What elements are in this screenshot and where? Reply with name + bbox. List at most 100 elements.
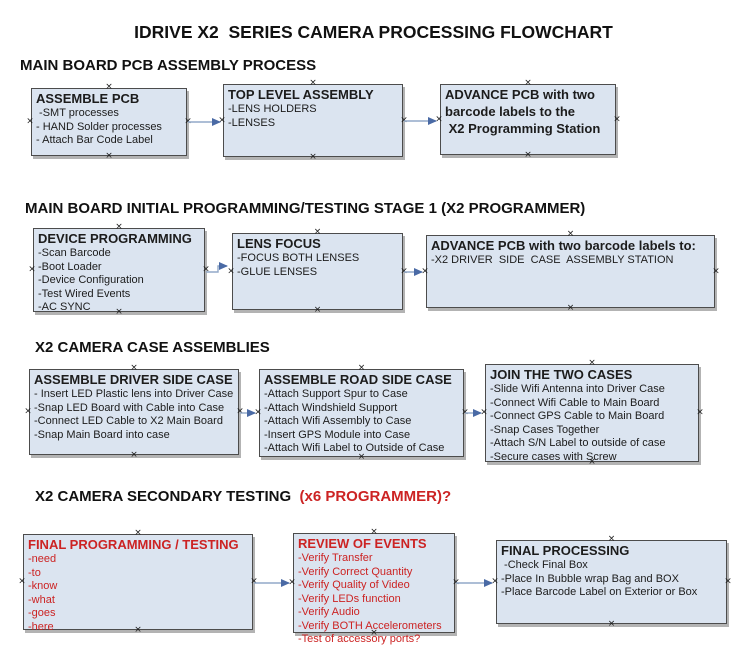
anchor-icon: × <box>26 116 34 127</box>
anchor-icon: × <box>588 358 596 369</box>
box-item: -LENSES <box>228 116 276 129</box>
box-item: X2 Programming Station <box>445 121 601 136</box>
box-item: -goes <box>28 607 56 619</box>
box-title: ADVANCE PCB with two barcode labels to: <box>431 238 696 253</box>
box-item: -need <box>28 553 57 565</box>
anchor-icon: × <box>524 78 532 89</box>
box-item: -X2 DRIVER SIDE CASE ASSEMBLY STATION <box>431 254 674 266</box>
box-title: TOP LEVEL ASSEMBLY <box>228 87 374 102</box>
anchor-icon: × <box>218 115 226 125</box>
anchor-icon: × <box>400 115 408 125</box>
box-item: - Insert LED Plastic lens into Driver Ca… <box>34 388 234 400</box>
box-item: -Verify BOTH Accelerometers <box>298 619 442 632</box>
anchor-icon: × <box>566 302 575 313</box>
anchor-icon: × <box>313 227 322 238</box>
box-title: FINAL PROGRAMMING / TESTING <box>28 537 239 552</box>
anchor-icon: × <box>435 114 443 124</box>
anchor-icon: × <box>288 577 296 588</box>
box-top-level-assembly: ×××× TOP LEVEL ASSEMBLY -LENS HOLDERS -L… <box>218 79 408 162</box>
section-heading-case-assemblies: X2 CAMERA CASE ASSEMBLIES <box>35 339 270 356</box>
anchor-icon: × <box>566 229 575 240</box>
box-item: -Place In Bubble wrap Bag and BOX <box>501 572 679 585</box>
box-item: -Scan Barcode <box>38 247 111 259</box>
section-heading-initial-programming: MAIN BOARD INITIAL PROGRAMMING/TESTING S… <box>25 200 586 217</box>
anchor-icon: × <box>607 618 616 629</box>
anchor-icon: × <box>524 149 532 160</box>
anchor-icon: × <box>357 451 366 462</box>
box-item: -Verify Audio <box>298 606 360 618</box>
anchor-icon: × <box>588 456 596 467</box>
box-item: -Attach Wifi Assembly to Case <box>264 415 412 427</box>
anchor-icon: × <box>607 534 616 545</box>
anchor-icon: × <box>18 576 26 587</box>
anchor-icon: × <box>115 222 123 233</box>
box-item: -Verify Quality of Video <box>298 579 410 591</box>
box-final-programming-testing: ×××× FINAL PROGRAMMING / TESTING -need -… <box>18 529 258 635</box>
anchor-icon: × <box>227 266 235 276</box>
anchor-icon: × <box>134 528 142 539</box>
anchor-icon: × <box>115 306 123 317</box>
box-title: JOIN THE TWO CASES <box>490 367 633 382</box>
box-item: -Insert GPS Module into Case <box>264 428 411 441</box>
box-title: ASSEMBLE ROAD SIDE CASE <box>264 372 452 387</box>
box-title: LENS FOCUS <box>237 236 321 251</box>
box-item: -Check Final Box <box>501 559 588 571</box>
anchor-icon: × <box>130 449 138 460</box>
box-item: -LENS HOLDERS <box>228 103 317 115</box>
box-join-the-two-cases: ×××× JOIN THE TWO CASES -Slide Wifi Ante… <box>480 359 704 467</box>
box-item: -Snap Cases Together <box>490 423 600 436</box>
box-item: -Device Configuration <box>38 274 144 286</box>
anchor-icon: × <box>370 627 378 638</box>
anchor-icon: × <box>254 407 262 418</box>
box-item: -Connect Wifi Cable to Main Board <box>490 396 660 409</box>
box-item: -Snap Main Board into case <box>34 428 170 441</box>
anchor-icon: × <box>712 266 720 276</box>
box-item: -FOCUS BOTH LENSES <box>237 252 360 264</box>
box-item: -Secure cases with Screw <box>490 450 617 463</box>
anchor-icon: × <box>236 406 244 417</box>
anchor-icon: × <box>202 264 210 275</box>
box-item: -Verify Transfer <box>298 552 373 564</box>
box-item: -Test Wired Events <box>38 287 131 300</box>
box-item: barcode labels to the <box>445 104 576 119</box>
box-item: -Place Barcode Label on Exterior or Box <box>501 586 698 598</box>
anchor-icon: × <box>28 264 36 275</box>
box-lens-focus: ×××× LENS FOCUS -FOCUS BOTH LENSES -GLUE… <box>227 228 408 315</box>
box-item: -Snap LED Board with Cable into Case <box>34 401 225 414</box>
box-assemble-driver-side-case: ×××× ASSEMBLE DRIVER SIDE CASE - Insert … <box>24 364 244 460</box>
anchor-icon: × <box>452 577 460 588</box>
anchor-icon: × <box>134 624 142 635</box>
box-item: -here <box>28 620 54 633</box>
anchor-icon: × <box>370 527 378 538</box>
box-item: - Attach Bar Code Label <box>36 134 153 146</box>
box-item: -know <box>28 580 58 592</box>
box-item: -Attach Support Spur to Case <box>264 388 408 400</box>
heading-red-part: (x6 PROGRAMMER)? <box>299 488 452 505</box>
section-heading-pcb-assembly: MAIN BOARD PCB ASSEMBLY PROCESS <box>20 57 317 74</box>
box-device-programming: ×××× DEVICE PROGRAMMING -Scan Barcode -B… <box>28 223 210 317</box>
box-title: ASSEMBLE PCB <box>36 91 140 106</box>
box-item: -Connect GPS Cable to Main Board <box>490 410 665 422</box>
box-title: ASSEMBLE DRIVER SIDE CASE <box>34 372 233 387</box>
box-item: -Verify Correct Quantity <box>298 565 413 578</box>
box-item: -SMT processes <box>36 107 119 119</box>
box-title: ADVANCE PCB with two <box>445 87 595 102</box>
anchor-icon: × <box>461 407 469 418</box>
anchor-icon: × <box>313 304 322 315</box>
anchor-icon: × <box>613 114 621 124</box>
anchor-icon: × <box>724 576 732 587</box>
box-title: FINAL PROCESSING <box>501 543 630 558</box>
anchor-icon: × <box>357 363 366 374</box>
box-item: -Slide Wifi Antenna into Driver Case <box>490 383 665 395</box>
page-title: IDRIVE X2 SERIES CAMERA PROCESSING FLOWC… <box>134 22 613 42</box>
box-item: -GLUE LENSES <box>237 265 318 278</box>
box-item: -Attach Wifi Label to Outside of Case <box>264 442 445 454</box>
anchor-icon: × <box>105 82 113 93</box>
box-advance-pcb-driver-side-station: ×××× ADVANCE PCB with two barcode labels… <box>421 230 720 313</box>
box-item: - HAND Solder processes <box>36 120 162 133</box>
heading-black-part: X2 CAMERA SECONDARY TESTING <box>35 488 300 505</box>
box-item: -Test of accessory ports? <box>298 633 421 645</box>
box-item: -Boot Loader <box>38 260 102 273</box>
section-heading-secondary-testing: X2 CAMERA SECONDARY TESTING (x6 PROGRAMM… <box>35 488 451 505</box>
